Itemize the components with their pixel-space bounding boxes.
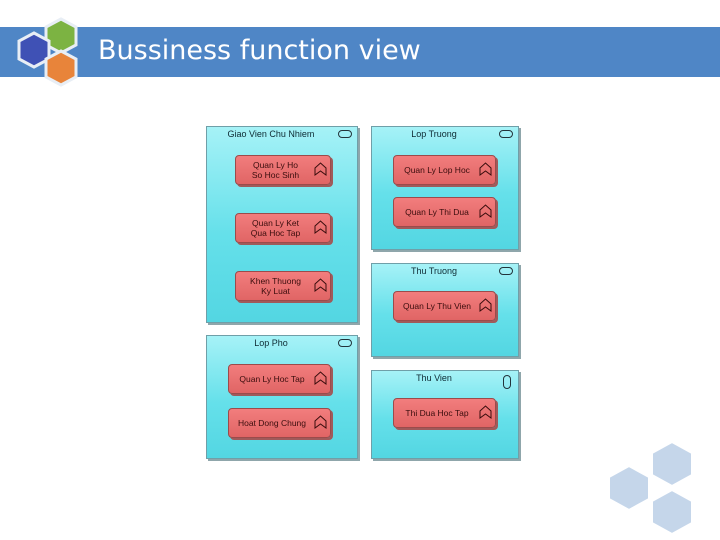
actor-lop-pho[interactable]: Lop Pho Quan Ly Hoc Tap Hoat Dong Chung (206, 335, 358, 459)
function-box[interactable]: Quan Ly Ho So Hoc Sinh (235, 155, 331, 185)
function-label: Quan Ly Ket Qua Hoc Tap (250, 218, 301, 238)
business-function-chevron-icon (314, 278, 327, 292)
actor-name: Lop Pho (254, 338, 288, 348)
function-box[interactable]: Quan Ly Thi Dua (393, 197, 496, 227)
business-function-chevron-icon (314, 162, 327, 176)
business-function-chevron-icon (479, 204, 492, 218)
actor-ellipse-icon (338, 339, 352, 347)
actor-giao-vien-chu-nhiem[interactable]: Giao Vien Chu Nhiem Quan Ly Ho So Hoc Si… (206, 126, 358, 323)
function-box[interactable]: Quan Ly Ket Qua Hoc Tap (235, 213, 331, 243)
function-label: Quan Ly Lop Hoc (404, 165, 470, 175)
actor-ellipse-icon (338, 130, 352, 138)
actor-ellipse-icon (499, 130, 513, 138)
actor-name: Thu Truong (410, 266, 458, 276)
title-bar (0, 27, 720, 77)
business-function-chevron-icon (314, 415, 327, 429)
actor-name: Giao Vien Chu Nhiem (227, 129, 315, 139)
business-function-chevron-icon (314, 371, 327, 385)
actor-thu-vien[interactable]: Thu Vien Thi Dua Hoc Tap (371, 370, 519, 459)
function-box[interactable]: Hoat Dong Chung (228, 408, 331, 438)
function-label: Quan Ly Ho So Hoc Sinh (251, 160, 300, 180)
decorative-hexagons-icon (608, 440, 693, 536)
function-box[interactable]: Quan Ly Lop Hoc (393, 155, 496, 185)
function-label: Quan Ly Hoc Tap (239, 374, 305, 384)
function-label: Thi Dua Hoc Tap (405, 408, 469, 418)
function-label: Khen Thuong Ky Luat (250, 276, 301, 296)
actor-name: Thu Vien (416, 373, 452, 383)
function-label: Quan Ly Thi Dua (405, 207, 469, 217)
function-box[interactable]: Quan Ly Hoc Tap (228, 364, 331, 394)
function-box[interactable]: Quan Ly Thu Vien (393, 291, 496, 321)
hexagon-logo-icon (17, 17, 78, 87)
slide-title: Bussiness function view (98, 35, 421, 66)
function-label: Quan Ly Thu Vien (403, 301, 471, 311)
actor-ellipse-icon (503, 375, 511, 389)
actor-name: Lop Truong (411, 129, 457, 139)
actor-ellipse-icon (499, 267, 513, 275)
function-box[interactable]: Khen Thuong Ky Luat (235, 271, 331, 301)
actor-thu-truong[interactable]: Thu Truong Quan Ly Thu Vien (371, 263, 519, 357)
function-label: Hoat Dong Chung (237, 418, 307, 428)
actor-lop-truong[interactable]: Lop Truong Quan Ly Lop Hoc Quan Ly Thi D… (371, 126, 519, 250)
business-function-chevron-icon (479, 162, 492, 176)
business-function-chevron-icon (314, 220, 327, 234)
business-function-chevron-icon (479, 405, 492, 419)
function-box[interactable]: Thi Dua Hoc Tap (393, 398, 496, 428)
business-function-chevron-icon (479, 298, 492, 312)
